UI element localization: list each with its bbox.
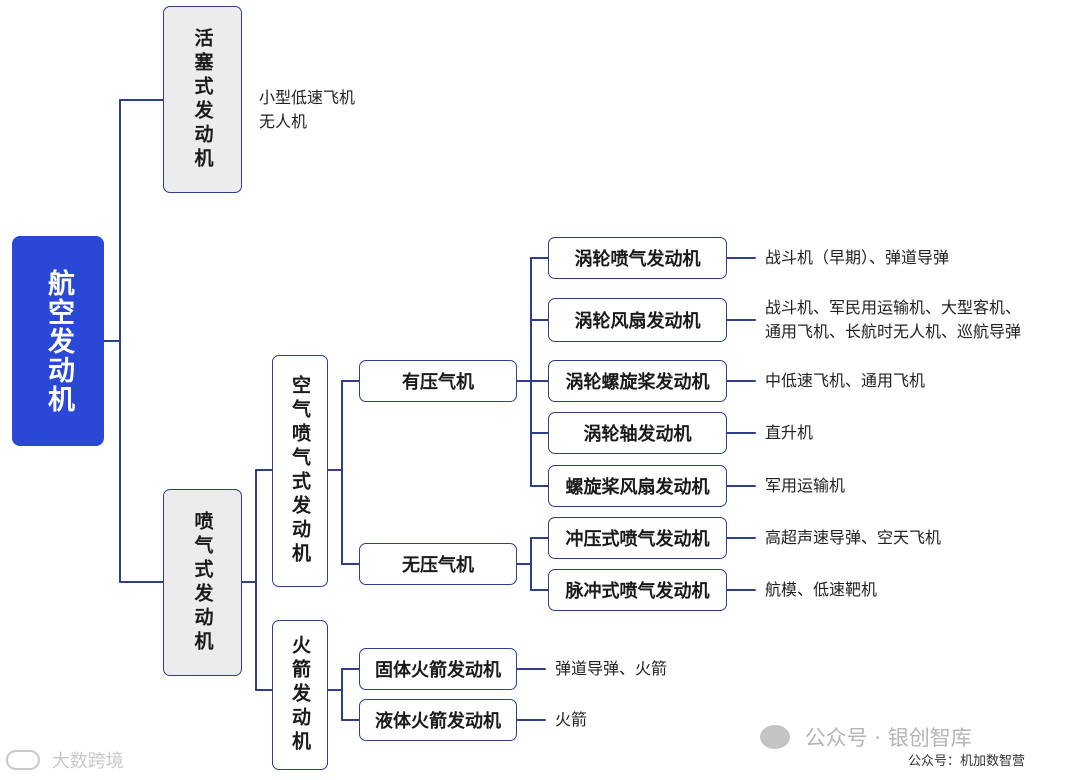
watermark-right-sub: 公众号：机加数智营 bbox=[908, 754, 1026, 769]
turbojet-node: 涡轮喷气发动机 bbox=[548, 237, 727, 279]
liquid-rocket-node: 液体火箭发动机 bbox=[359, 699, 517, 741]
liquid-rocket-uses: 火箭 bbox=[555, 708, 587, 732]
ramjet-node: 冲压式喷气发动机 bbox=[548, 517, 727, 559]
pulsejet-node: 脉冲式喷气发动机 bbox=[548, 569, 727, 611]
air-breathing-engine-label: 空气喷气式发动机 bbox=[289, 375, 311, 567]
piston-use-line: 小型低速飞机 bbox=[259, 88, 356, 107]
piston-engine-label: 活塞式发动机 bbox=[191, 27, 214, 172]
turboprop-label: 涡轮螺旋桨发动机 bbox=[565, 372, 710, 393]
watermark-left-text: 大数跨境 bbox=[51, 751, 124, 772]
root-node: 航空发动机 bbox=[12, 236, 104, 446]
piston-uses: 小型低速飞机 无人机 bbox=[259, 86, 355, 134]
use-line: 战斗机、军民用运输机、大型客机、 bbox=[765, 298, 1022, 317]
wechat-icon bbox=[760, 725, 790, 749]
watermark-right: 公众号 · 银创智库 bbox=[760, 722, 972, 752]
rocket-engine-label: 火箭发动机 bbox=[289, 635, 311, 755]
rocket-engine-node: 火箭发动机 bbox=[272, 620, 328, 770]
propfan-node: 螺旋桨风扇发动机 bbox=[548, 465, 727, 507]
use-line: 弹道导弹、火箭 bbox=[555, 659, 668, 678]
turbofan-uses: 战斗机、军民用运输机、大型客机、 通用飞机、长航时无人机、巡航导弹 bbox=[765, 296, 1021, 344]
use-line: 航模、低速靶机 bbox=[765, 580, 878, 599]
use-line: 军用运输机 bbox=[765, 476, 846, 495]
watermark-left: 大数跨境 bbox=[6, 747, 124, 773]
solid-rocket-uses: 弹道导弹、火箭 bbox=[555, 657, 667, 681]
root-label: 航空发动机 bbox=[43, 268, 74, 414]
without-compressor-label: 无压气机 bbox=[402, 555, 474, 576]
watermark-logo-icon bbox=[6, 750, 40, 770]
ramjet-label: 冲压式喷气发动机 bbox=[565, 529, 710, 550]
solid-rocket-label: 固体火箭发动机 bbox=[375, 660, 501, 681]
use-line: 通用飞机、长航时无人机、巡航导弹 bbox=[765, 322, 1022, 341]
use-line: 高超声速导弹、空天飞机 bbox=[765, 528, 942, 547]
turboshaft-uses: 直升机 bbox=[765, 421, 813, 445]
turboshaft-node: 涡轮轴发动机 bbox=[548, 412, 727, 454]
turbofan-node: 涡轮风扇发动机 bbox=[548, 298, 727, 342]
turbofan-label: 涡轮风扇发动机 bbox=[574, 311, 701, 332]
piston-engine-node: 活塞式发动机 bbox=[163, 6, 242, 193]
turboprop-node: 涡轮螺旋桨发动机 bbox=[548, 360, 727, 402]
propfan-label: 螺旋桨风扇发动机 bbox=[565, 477, 710, 498]
use-line: 直升机 bbox=[765, 423, 814, 442]
without-compressor-node: 无压气机 bbox=[359, 543, 517, 585]
with-compressor-node: 有压气机 bbox=[359, 360, 517, 402]
with-compressor-label: 有压气机 bbox=[402, 372, 474, 393]
solid-rocket-node: 固体火箭发动机 bbox=[359, 648, 517, 690]
use-line: 火箭 bbox=[555, 710, 588, 729]
use-line: 中低速飞机、通用飞机 bbox=[765, 371, 926, 390]
turboshaft-label: 涡轮轴发动机 bbox=[583, 424, 692, 445]
jet-engine-label: 喷气式发动机 bbox=[191, 510, 214, 655]
air-breathing-engine-node: 空气喷气式发动机 bbox=[272, 355, 328, 587]
turbojet-uses: 战斗机（早期）、弹道导弹 bbox=[765, 246, 949, 270]
watermark-right-main: 公众号 · 银创智库 bbox=[804, 726, 972, 750]
jet-engine-node: 喷气式发动机 bbox=[163, 489, 242, 676]
propfan-uses: 军用运输机 bbox=[765, 474, 845, 498]
turboprop-uses: 中低速飞机、通用飞机 bbox=[765, 369, 925, 393]
ramjet-uses: 高超声速导弹、空天飞机 bbox=[765, 526, 941, 550]
liquid-rocket-label: 液体火箭发动机 bbox=[375, 711, 501, 732]
use-line: 战斗机（早期）、弹道导弹 bbox=[765, 248, 950, 267]
turbojet-label: 涡轮喷气发动机 bbox=[574, 249, 701, 270]
pulsejet-uses: 航模、低速靶机 bbox=[765, 578, 877, 602]
pulsejet-label: 脉冲式喷气发动机 bbox=[565, 581, 710, 602]
piston-use-line: 无人机 bbox=[259, 112, 308, 131]
